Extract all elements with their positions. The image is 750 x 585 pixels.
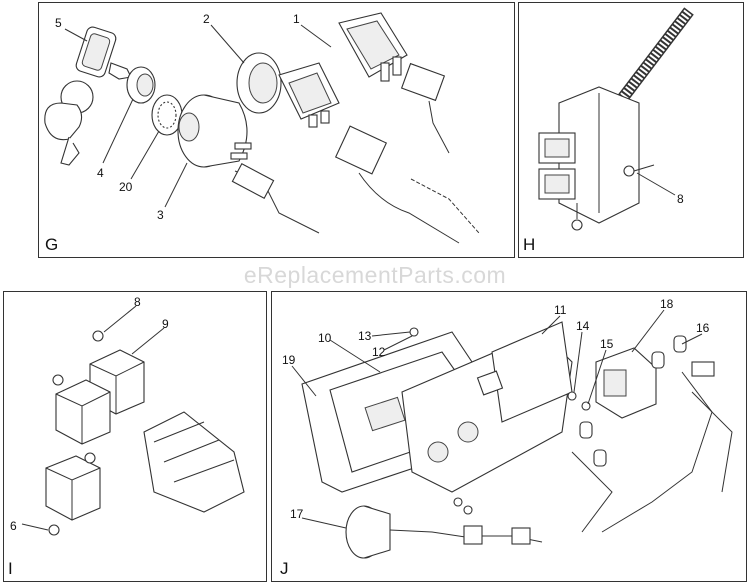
callout-2: 2 [203, 12, 210, 26]
warning-light-assembly [595, 347, 657, 419]
callout-8: 8 [134, 295, 141, 309]
harness-plug [334, 125, 480, 244]
wire-connector [400, 62, 450, 154]
callout-19: 19 [282, 353, 296, 367]
panel-i: 8 9 6 I [3, 291, 267, 582]
ignition-key [44, 26, 132, 166]
wiring-conduit [614, 7, 694, 107]
panel-h: 8 H [518, 2, 744, 258]
ignition-switch [177, 94, 320, 234]
callout-15: 15 [600, 337, 614, 351]
panel-i-label: I [8, 559, 13, 578]
panel-j-label: J [280, 559, 289, 578]
panel-j-drawing [301, 321, 733, 559]
callout-17: 17 [290, 507, 304, 521]
watermark: eReplacementParts.com [243, 262, 507, 288]
lock-washer [151, 94, 183, 136]
panel-g-drawing [44, 12, 480, 244]
panel-i-drawing [45, 330, 245, 536]
callout-16: 16 [696, 321, 710, 335]
callout-14: 14 [576, 319, 590, 333]
panel-j: 11 18 10 13 14 16 12 15 19 17 J [271, 291, 747, 582]
callout-18: 18 [660, 297, 674, 311]
rocker-switch [278, 62, 340, 128]
panel-g-leaders [64, 24, 332, 208]
retaining-nut [126, 66, 156, 104]
callout-8: 8 [677, 192, 684, 206]
switch-bezel [236, 52, 282, 114]
panel-j-leaders [291, 309, 703, 529]
panel-g: 5 2 1 4 20 3 G [38, 2, 515, 258]
relay-lower [45, 455, 101, 521]
rocker-switch-1 [338, 12, 408, 82]
wiring-harness [571, 361, 733, 533]
relay-middle [55, 379, 111, 445]
callout-4: 4 [97, 166, 104, 180]
panel-i-leaders [21, 305, 165, 531]
callout-5: 5 [55, 16, 62, 30]
panel-g-label: G [45, 235, 59, 254]
callout-20: 20 [119, 180, 133, 194]
callout-11: 11 [554, 303, 567, 317]
callout-13: 13 [358, 329, 372, 343]
horn [345, 505, 543, 559]
callout-3: 3 [157, 208, 164, 222]
panel-h-label: H [523, 235, 536, 254]
callout-6: 6 [10, 519, 17, 533]
relay-block [538, 86, 640, 224]
mounting-screw [571, 164, 655, 231]
panel-h-drawing [538, 7, 694, 231]
callout-12: 12 [372, 345, 386, 359]
callout-10: 10 [318, 331, 332, 345]
relay-harness [143, 411, 245, 513]
callout-9: 9 [162, 317, 169, 331]
indicator-bulbs [579, 335, 687, 467]
panel-h-leaders [636, 172, 676, 196]
callout-1: 1 [293, 12, 300, 26]
relay-screws [48, 330, 104, 536]
